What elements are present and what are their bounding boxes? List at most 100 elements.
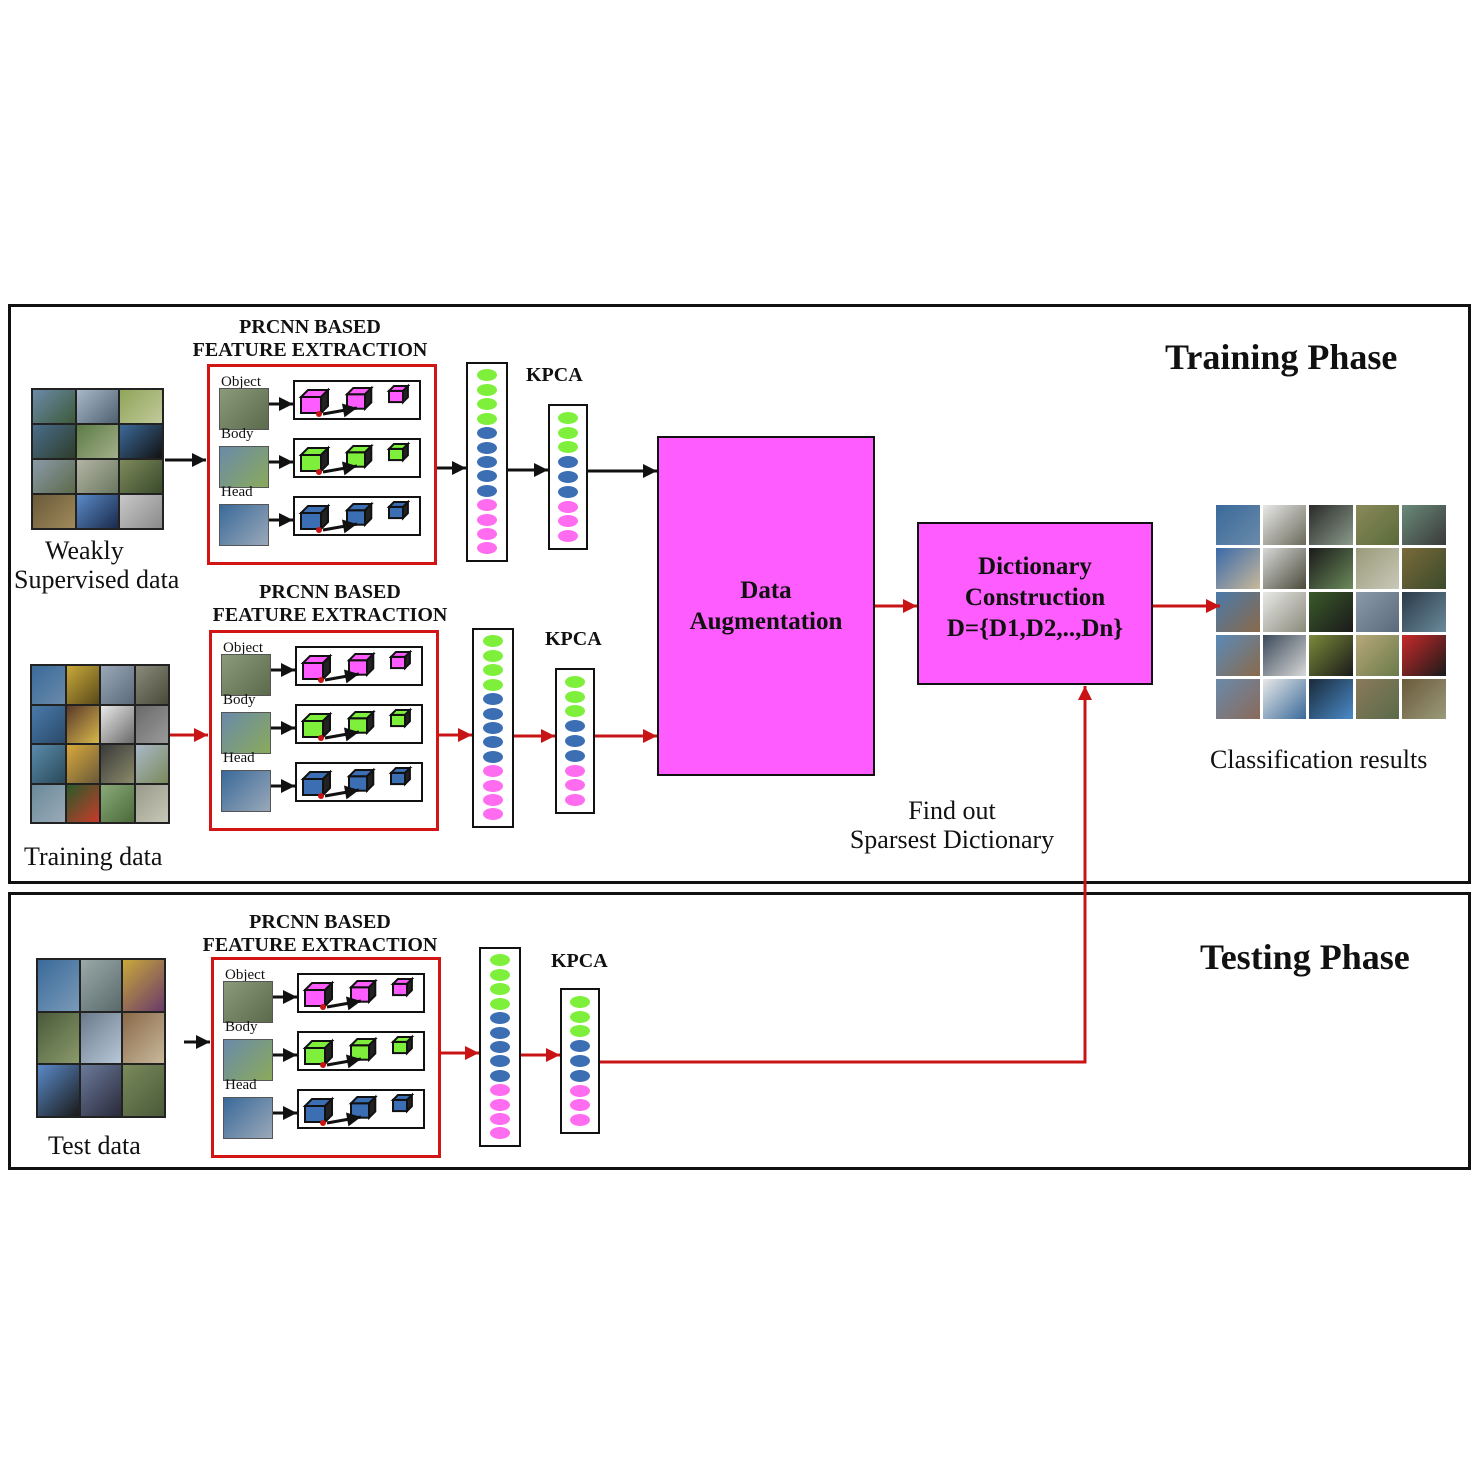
bird-image <box>1262 678 1307 719</box>
bird-image <box>1262 591 1307 633</box>
feature-extraction-title-line2: FEATURE EXTRACTION <box>212 604 448 626</box>
cnn-layer-cube <box>386 441 411 463</box>
row-label: Body <box>225 1019 258 1035</box>
row-label: Object <box>221 374 261 390</box>
bird-image <box>120 495 162 528</box>
feature-dot <box>477 542 497 555</box>
bird-image <box>66 666 99 704</box>
kpca-label: KPCA <box>545 628 602 650</box>
bird-image <box>66 705 99 743</box>
feature-dot <box>570 995 590 1008</box>
training-phase-title: Training Phase <box>1165 337 1398 377</box>
cnn-layer-cube <box>298 387 331 416</box>
data-augmentation-box: Data Augmentation <box>657 436 875 776</box>
bird-image <box>38 1065 79 1116</box>
row-arrow-head <box>283 1106 297 1120</box>
flow-arrow-head <box>465 1046 479 1060</box>
row-arrow-head <box>283 1048 297 1062</box>
bird-image <box>1262 548 1307 589</box>
bird-image <box>1355 635 1400 676</box>
cnn-layer-cube <box>344 501 374 528</box>
bird-image <box>80 1065 122 1116</box>
cnn-layer-cube <box>298 445 331 474</box>
feature-dot <box>558 411 578 424</box>
bird-image <box>101 666 134 704</box>
feature-dot <box>558 515 578 528</box>
feature-dot <box>483 693 503 706</box>
bird-image <box>1216 548 1260 589</box>
cnn-inner-arrow-head <box>343 669 359 684</box>
bird-image <box>1355 505 1400 546</box>
bird-image <box>101 784 134 822</box>
feature-dot <box>565 705 585 718</box>
feature-dot <box>570 1054 590 1067</box>
roi-marker <box>320 1120 326 1126</box>
feature-extraction-title-line1: PRCNN BASED <box>259 581 401 603</box>
bird-image <box>1262 505 1307 546</box>
row-thumbnail <box>219 446 269 488</box>
cnn-layer-cube <box>300 711 333 740</box>
roi-marker <box>318 735 324 741</box>
bird-image <box>123 1012 164 1064</box>
cnn-layer-cube <box>300 769 333 798</box>
feature-extraction-title-line1: PRCNN BASED <box>239 316 381 338</box>
flow-arrow-head <box>546 1048 560 1062</box>
feature-vector <box>472 628 514 828</box>
cnn-layer-cube <box>390 1034 415 1056</box>
roi-marker <box>318 677 324 683</box>
row-label: Head <box>223 750 255 766</box>
feature-dot <box>477 513 497 526</box>
feature-vector <box>466 362 508 562</box>
kpca-vector <box>548 404 588 550</box>
flow-arrow-head <box>643 729 657 743</box>
bird-image <box>80 960 122 1011</box>
cnn-layer-cube <box>386 499 411 521</box>
feature-dot <box>490 968 510 981</box>
bird-image <box>101 745 134 783</box>
feature-dot <box>565 690 585 703</box>
feature-dot <box>477 441 497 454</box>
test-to-dictionary-arrow <box>600 686 1087 1064</box>
bird-image <box>66 745 99 783</box>
feature-dot <box>570 1099 590 1112</box>
flow-arrow-head <box>452 461 466 475</box>
bird-image <box>135 745 168 783</box>
bird-image <box>135 784 168 822</box>
bird-image <box>80 1012 122 1064</box>
flow-arrow-head <box>643 464 657 478</box>
bird-image <box>76 495 119 528</box>
roi-marker <box>316 527 322 533</box>
cnn-layer-cube <box>390 1092 415 1114</box>
bird-image <box>76 390 119 423</box>
roi-marker <box>318 793 324 799</box>
cnn-inner-arrow-head <box>341 519 357 534</box>
flow-arrow-head <box>192 453 206 467</box>
dictionary-line3: D={D1,D2,..,Dn} <box>946 615 1124 642</box>
feature-dot <box>565 720 585 733</box>
feature-dot <box>565 794 585 807</box>
classification-results-grid <box>1216 505 1446 719</box>
bird-image <box>33 495 75 528</box>
bird-image <box>1355 591 1400 633</box>
feature-dot <box>477 369 497 382</box>
cnn-inner-arrow-head <box>345 1112 361 1127</box>
row-label: Body <box>221 426 254 442</box>
bird-image <box>1309 678 1353 719</box>
feature-dot <box>490 1069 510 1082</box>
row-arrow-head <box>281 721 295 735</box>
cnn-inner-arrow-head <box>345 1054 361 1069</box>
feature-dot <box>565 734 585 747</box>
feature-dot <box>483 721 503 734</box>
feature-dot <box>570 1084 590 1097</box>
row-label: Object <box>225 967 265 983</box>
cnn-inner-arrow-head <box>341 403 357 418</box>
bird-image <box>76 425 119 458</box>
bird-image <box>66 784 99 822</box>
cnn-layer-cube <box>388 707 413 729</box>
feature-extraction-title-line1: PRCNN BASED <box>249 911 391 933</box>
cnn-inner-arrow-head <box>341 461 357 476</box>
dictionary-line1: Dictionary <box>978 553 1092 580</box>
row-thumbnail <box>219 504 269 546</box>
cnn-layer-cube <box>386 383 411 405</box>
